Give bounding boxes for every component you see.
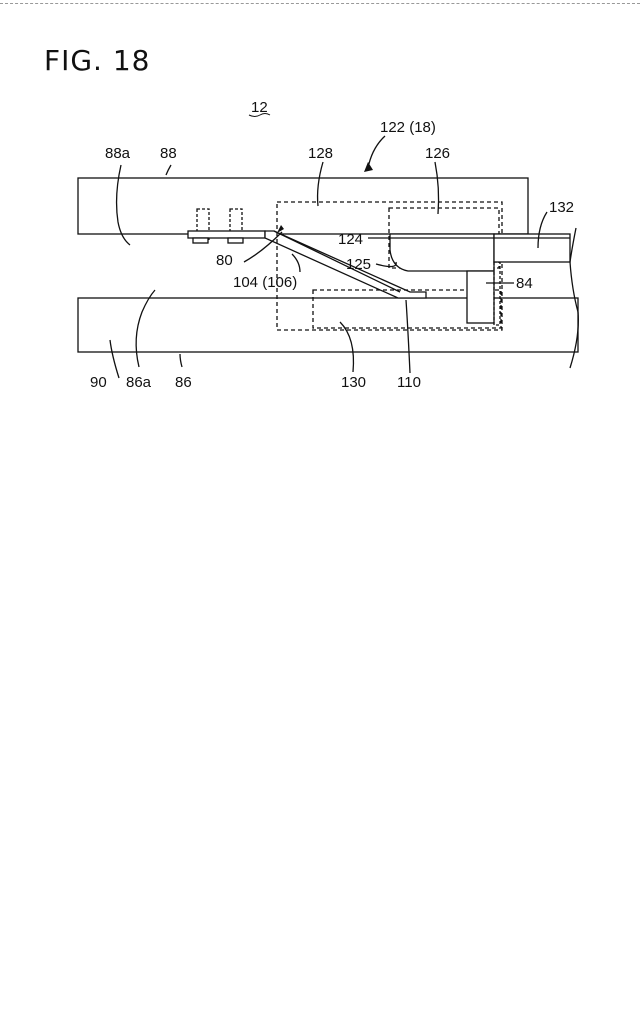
leader-88: [166, 165, 171, 175]
label-86a: 86a: [126, 374, 152, 391]
upper-plate-88: [78, 178, 528, 234]
leader-86: [180, 354, 182, 367]
lower-plate-86: [78, 298, 578, 352]
label-86: 86: [175, 374, 192, 391]
arrow-122-head: [364, 162, 373, 172]
label-90: 90: [90, 374, 107, 391]
block-124: [390, 234, 494, 271]
label-130: 130: [341, 374, 366, 391]
pin-foot-right: [228, 238, 243, 243]
label-128: 128: [308, 145, 333, 162]
label-80: 80: [216, 252, 233, 269]
label-122: 122 (18): [380, 119, 436, 136]
label-84: 84: [516, 275, 533, 292]
label-12: 12: [251, 99, 268, 116]
arrow-122-shaft: [368, 136, 385, 168]
label-124: 124: [338, 231, 363, 248]
leader-104: [292, 254, 300, 272]
post-84: [467, 271, 494, 323]
label-125: 125: [346, 256, 371, 273]
label-126: 126: [425, 145, 450, 162]
label-104: 104 (106): [233, 274, 297, 291]
label-110: 110: [397, 374, 421, 391]
mounting-strip-80: [188, 231, 265, 238]
label-88a: 88a: [105, 145, 131, 162]
pin-foot-left: [193, 238, 208, 243]
label-88: 88: [160, 145, 177, 162]
label-132: 132: [549, 199, 574, 216]
leader-125: [376, 262, 396, 267]
